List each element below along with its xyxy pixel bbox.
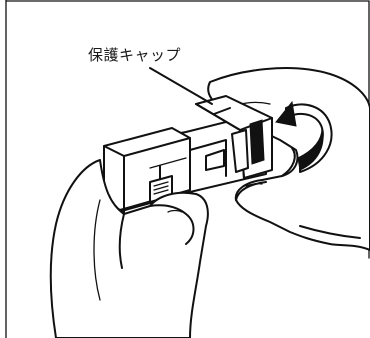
callout-leader-line	[149, 67, 213, 105]
protective-cap	[195, 95, 273, 179]
protective-cap-label: 保護キャップ	[88, 46, 182, 64]
curved-rotation-arrow-icon	[275, 100, 333, 173]
left-hand	[49, 159, 209, 338]
